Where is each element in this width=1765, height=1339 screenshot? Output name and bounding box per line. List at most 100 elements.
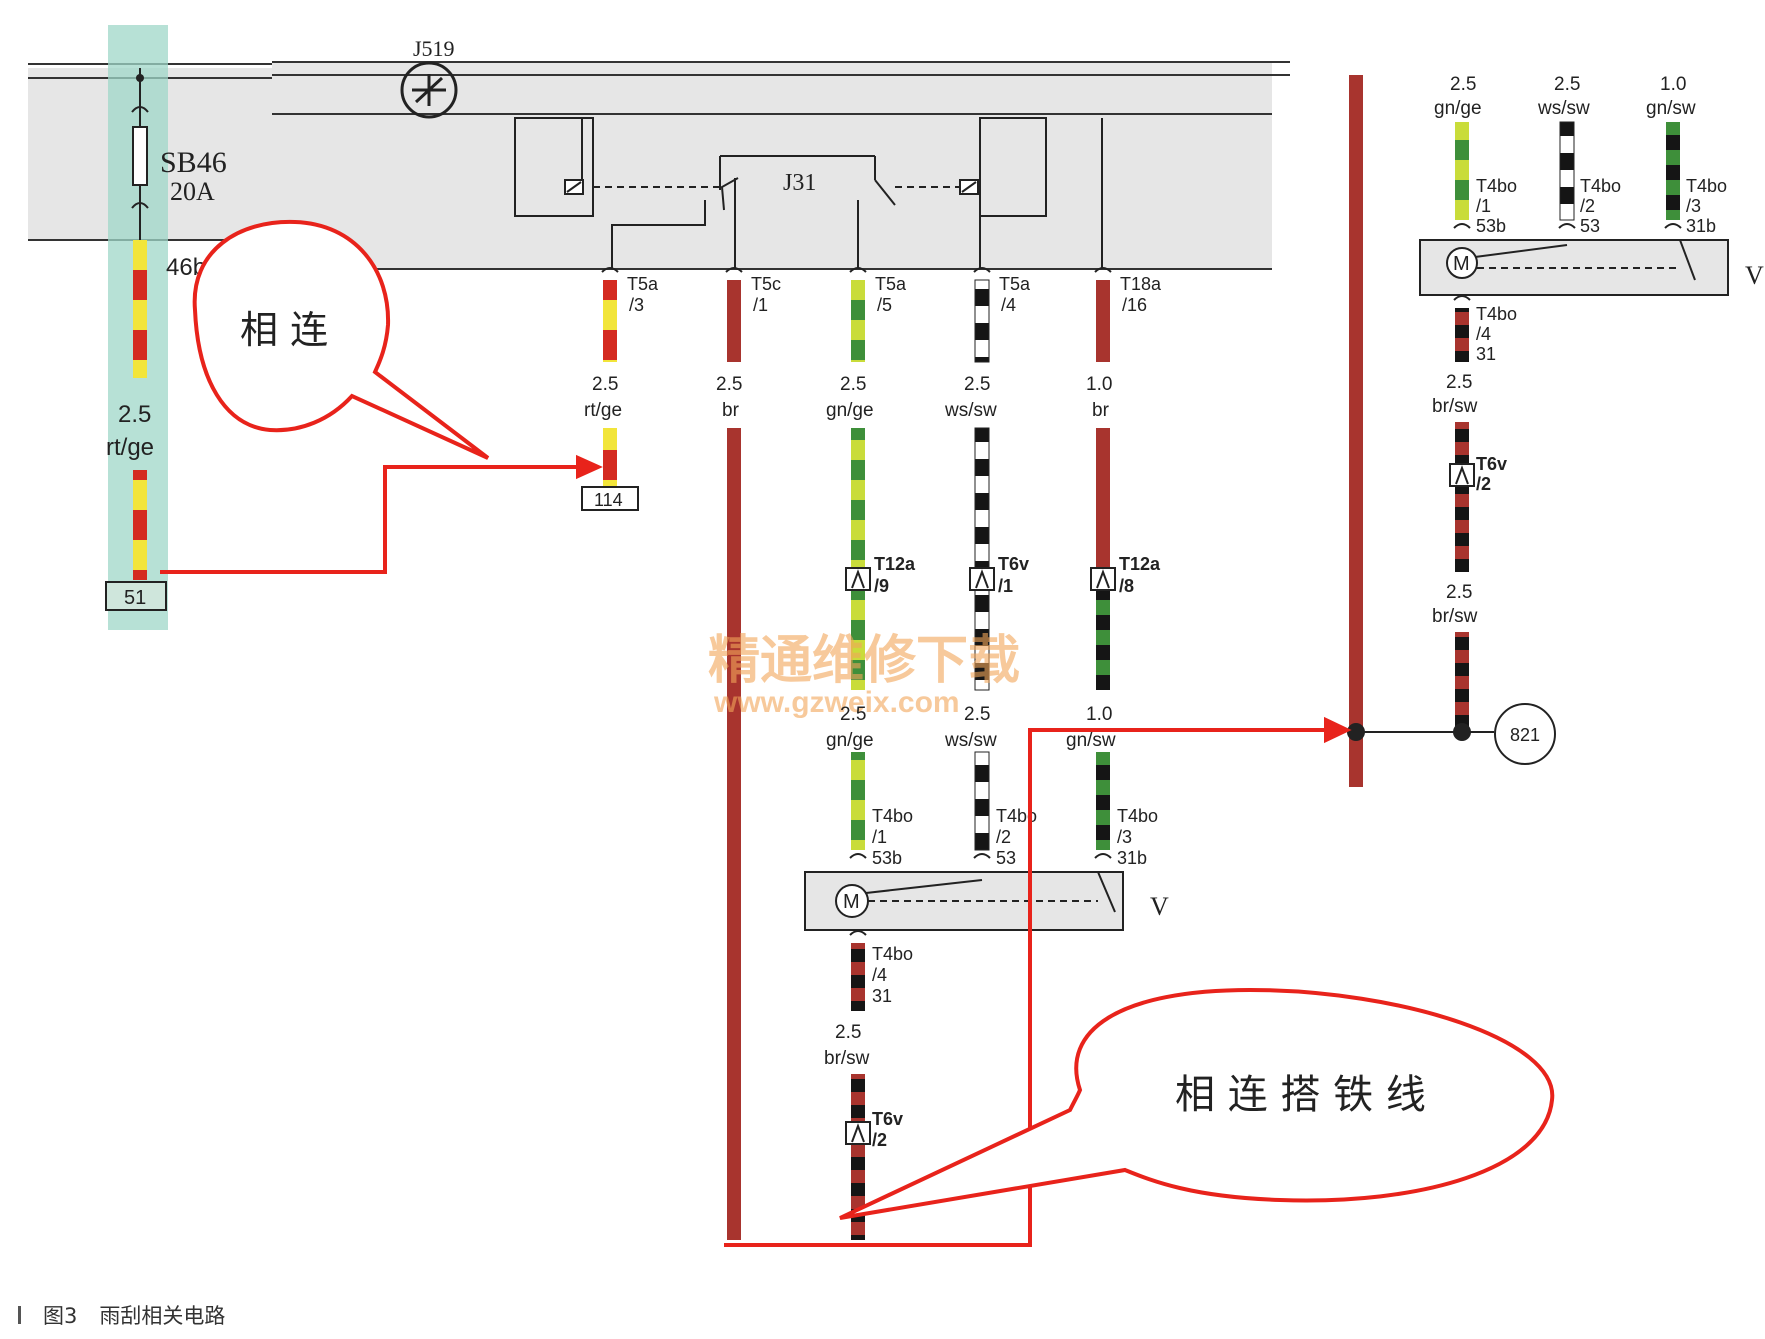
lower-w3-pin: T4bo	[1117, 806, 1158, 826]
annotation-ground-text: 相 连 搭 铁 线	[1175, 1072, 1426, 1118]
upper-in3-size: 1.0	[1660, 74, 1686, 95]
upper-in2-pin: T4bo	[1580, 176, 1621, 196]
caption-bar	[18, 1306, 21, 1324]
t18a16-num: /16	[1122, 295, 1147, 315]
ground-bus-bar	[1349, 75, 1363, 787]
lower-conn-num: /2	[872, 1130, 887, 1150]
t6v1-num: /1	[998, 576, 1013, 596]
t5a3-target: 114	[594, 490, 623, 510]
upper-conn-num: /2	[1476, 474, 1491, 494]
j519-control-unit: J519	[400, 36, 458, 119]
lower-w3-term: 31b	[1117, 848, 1147, 868]
lower-w2-size: 2.5	[964, 704, 990, 725]
lower-w1-pin: T4bo	[872, 806, 913, 826]
upper-in3-num: /3	[1686, 196, 1701, 216]
upper-in3-color: gn/sw	[1646, 98, 1696, 119]
watermark: 精通维修下载 www.gzweix.com	[708, 631, 1020, 719]
upper-in3-pin: T4bo	[1686, 176, 1727, 196]
j31-relay	[514, 117, 1103, 269]
t5c1-size: 2.5	[716, 374, 742, 395]
lower-w1-term: 53b	[872, 848, 902, 868]
annotation-ground-connect	[724, 716, 1555, 1247]
t5a3-size: 2.5	[592, 374, 618, 395]
upper-ground-num: /4	[1476, 324, 1491, 344]
lower-ground-num: /4	[872, 965, 887, 985]
upper-motor-inputs: 2.5 gn/ge 2.5 ws/sw 1.0 gn/sw T4bo /1 53…	[1434, 74, 1727, 236]
upper-wiper-motor: M V	[1419, 239, 1764, 296]
figure-caption: 图3 雨刮相关电路	[18, 1300, 225, 1330]
upper-ground-pin: T4bo	[1476, 304, 1517, 324]
lower-w2-wire	[974, 751, 990, 851]
t12a9-pin: T12a	[874, 554, 916, 574]
t5a3-color: rt/ge	[584, 400, 622, 421]
t5c1-color: br	[722, 400, 740, 421]
t5a4-size: 2.5	[964, 374, 990, 395]
connector-t12a8: T12a /8	[1090, 554, 1161, 596]
t5a5-pin: T5a	[875, 274, 907, 294]
lower-w1-num: /1	[872, 827, 887, 847]
t5c1-pin: T5c	[751, 274, 781, 294]
j519-label: J519	[413, 36, 455, 61]
t12a9-num: /9	[874, 576, 889, 596]
upper-ground-term: 31	[1476, 344, 1496, 364]
annotation-connect	[160, 219, 603, 574]
t12a8-num: /8	[1119, 576, 1134, 596]
t5a4-num: /4	[1001, 295, 1016, 315]
t5a5-color: gn/ge	[826, 400, 874, 421]
connector-t6v1: T6v /1	[969, 554, 1029, 596]
ground-point-label: 821	[1510, 725, 1540, 745]
lower-w3-num: /3	[1117, 827, 1132, 847]
watermark-cn: 精通维修下载	[708, 631, 1020, 691]
upper-motor-label: V	[1745, 261, 1764, 290]
upper-in2-color: ws/sw	[1537, 98, 1590, 119]
lower-w2-num: /2	[996, 827, 1011, 847]
upper-color-a: br/sw	[1432, 396, 1478, 417]
lower-w2-term: 53	[996, 848, 1016, 868]
lower-w1-wire	[851, 752, 865, 850]
watermark-url: www.gzweix.com	[713, 686, 960, 719]
caption-text: 雨刮相关电路	[99, 1304, 226, 1328]
lower-w3-color: gn/sw	[1066, 730, 1116, 751]
lower-conn-pin: T6v	[872, 1109, 903, 1129]
upper-in1-color: gn/ge	[1434, 98, 1482, 119]
j31-label: J31	[783, 170, 816, 196]
feed-wire: 2.5 rt/ge 51	[105, 240, 167, 611]
upper-in1-pin: T4bo	[1476, 176, 1517, 196]
feed-wire-color: rt/ge	[106, 434, 154, 461]
annotation-connect-text: 相 连	[240, 308, 328, 352]
t18a16-color: br	[1092, 400, 1110, 421]
upper-color-b: br/sw	[1432, 606, 1478, 627]
fuse-sb46: SB46 20A 46b	[131, 68, 227, 281]
wire-t5c1: T5c /1 2.5 br	[716, 267, 781, 1240]
caption-figure: 图3	[43, 1304, 78, 1328]
upper-in1-num: /1	[1476, 196, 1491, 216]
ground-junction: 821	[1347, 703, 1556, 765]
t18a16-size: 1.0	[1086, 374, 1112, 395]
upper-size-b: 2.5	[1446, 582, 1472, 603]
lower-ground-color: br/sw	[824, 1048, 870, 1069]
t5a3-pin: T5a	[627, 274, 659, 294]
upper-in1-term: 53b	[1476, 216, 1506, 236]
t5a3-num: /3	[629, 295, 644, 315]
lower-w2-pin: T4bo	[996, 806, 1037, 826]
t5a4-color: ws/sw	[944, 400, 997, 421]
upper-size-a: 2.5	[1446, 372, 1472, 393]
lower-ground-size: 2.5	[835, 1022, 861, 1043]
lower-ground-pin: T4bo	[872, 944, 913, 964]
wire-t5a4: T5a /4 2.5 ws/sw	[944, 267, 1031, 691]
upper-in1-size: 2.5	[1450, 74, 1476, 95]
lower-motor-pins: T4bo /1 53b T4bo /2 53 T4bo /3 31b	[849, 806, 1158, 868]
wire-t5a3: T5a /3 2.5 rt/ge 114	[581, 267, 659, 511]
upper-in2-term: 53	[1580, 216, 1600, 236]
upper-conn-pin: T6v	[1476, 454, 1507, 474]
wire-t5a5: T5a /5 2.5 gn/ge	[826, 267, 907, 690]
t5c1-num: /1	[753, 295, 768, 315]
t5a5-num: /5	[877, 295, 892, 315]
lower-w1-size: 2.5	[840, 704, 866, 725]
lower-w2-color: ws/sw	[944, 730, 997, 751]
t6v1-pin: T6v	[998, 554, 1029, 574]
upper-motor-symbol: M	[1453, 253, 1470, 275]
upper-in3-term: 31b	[1686, 216, 1716, 236]
connector-t12a9: T12a /9	[845, 554, 916, 596]
upper-motor-ground: T4bo /4 31 2.5 br/sw T6v /2 2.5 br/sw	[1432, 295, 1517, 732]
